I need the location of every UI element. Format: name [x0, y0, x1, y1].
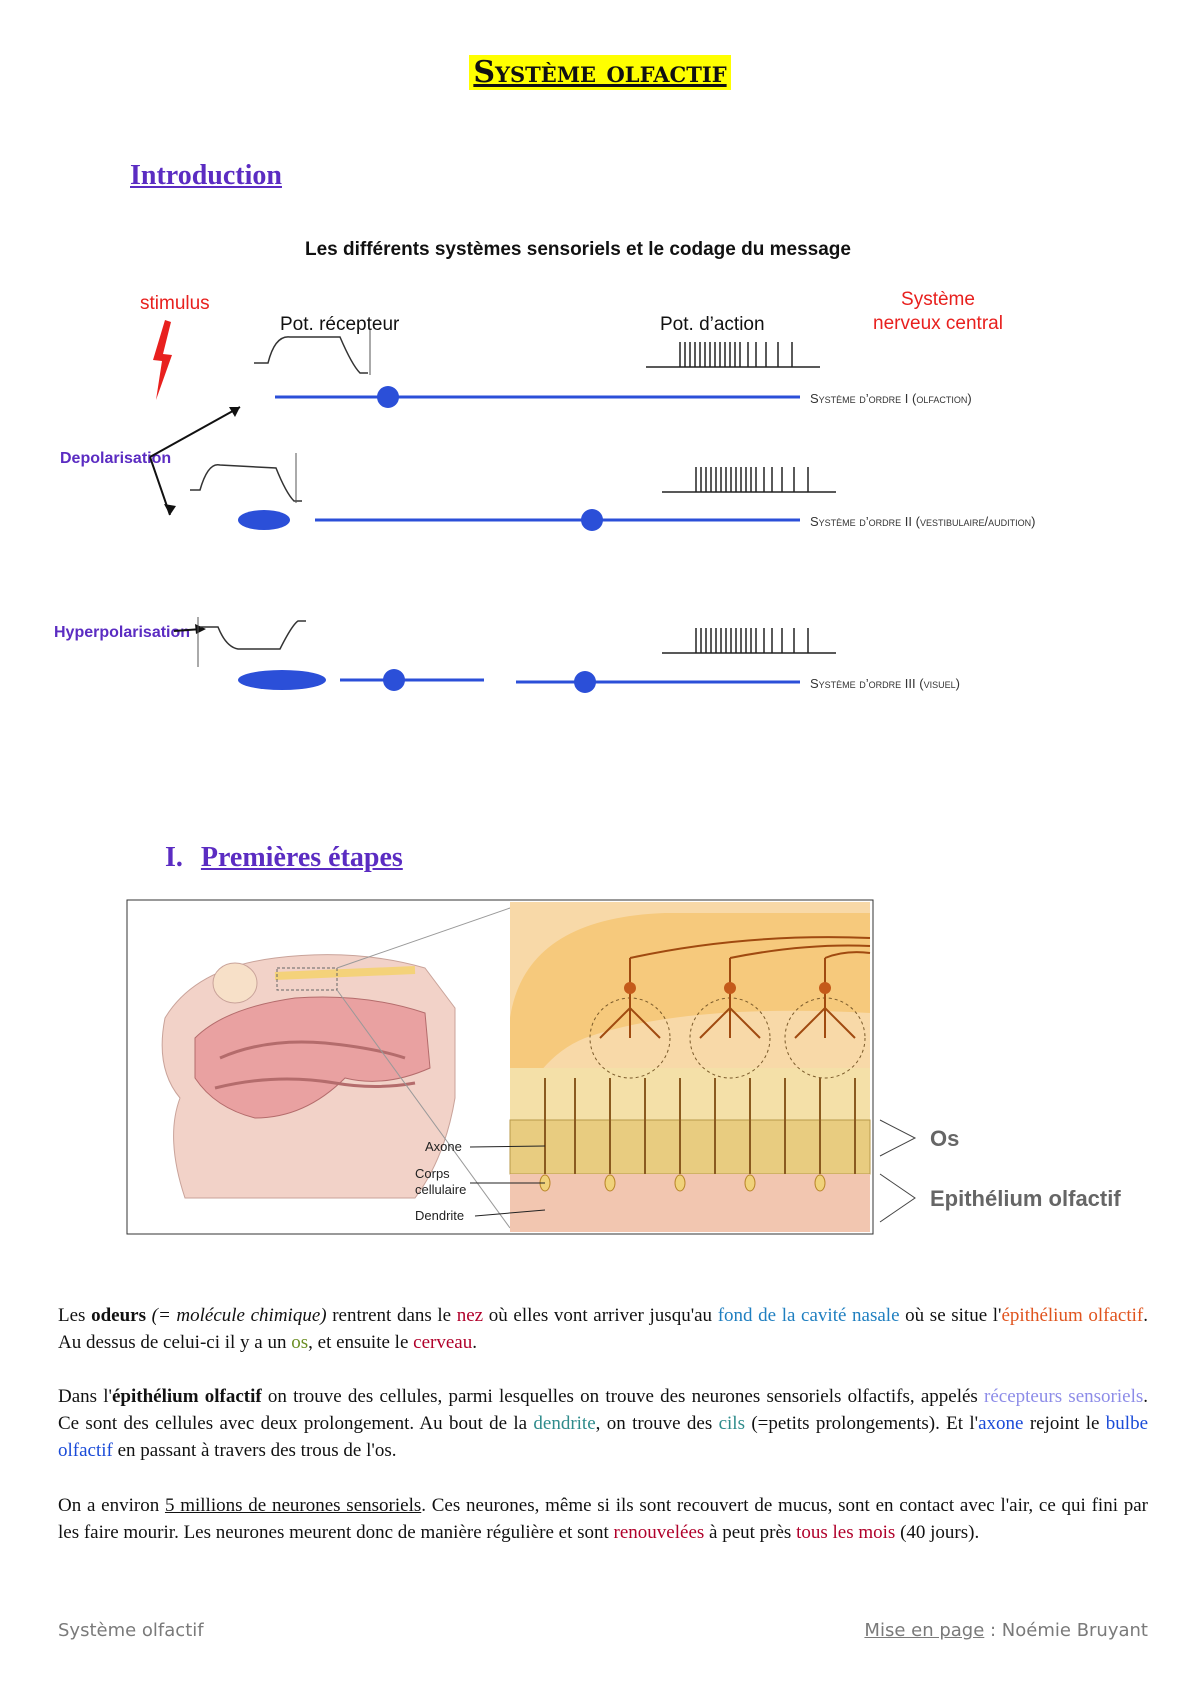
- section1-title: Premières étapes: [200, 842, 403, 873]
- receptor-cell-3: [238, 670, 326, 690]
- cell-body-3b: [574, 671, 596, 693]
- receptor-potential-label: Pot. récepteur: [280, 314, 400, 335]
- arrow-head-icon: [229, 407, 240, 417]
- page-title-text: Système olfactif: [469, 55, 731, 90]
- page-title: Système olfactif: [0, 55, 1200, 90]
- corps-cellulaire-label-2: cellulaire: [415, 1182, 466, 1197]
- action-potential-label: Pot. d’action: [660, 314, 765, 335]
- epithelium-label: Epithélium olfactif: [930, 1186, 1121, 1211]
- system1-label: Système d’ordre I (olfaction): [810, 391, 972, 406]
- cell-body-2: [581, 509, 603, 531]
- footer-left: Système olfactif: [58, 1620, 204, 1641]
- credit-link[interactable]: Mise en page: [864, 1620, 985, 1641]
- system2-label: Système d’ordre II (vestibulaire/auditio…: [810, 514, 1035, 529]
- diagram1-title: Les différents systèmes sensoriels et le…: [305, 239, 851, 260]
- corps-cellulaire-label-1: Corps: [415, 1166, 450, 1181]
- receptor-cell-2: [238, 510, 290, 530]
- intro-heading: Introduction: [130, 160, 282, 191]
- arrow-head-icon: [164, 504, 176, 515]
- hyperpolarisation-label: Hyperpolarisation: [54, 624, 190, 641]
- arrow-head-icon: [195, 624, 206, 634]
- cell-body-1: [377, 386, 399, 408]
- spike-train-3: [662, 628, 836, 654]
- axone-label: Axone: [425, 1139, 462, 1154]
- cns-label-line2: nerveux central: [873, 313, 1003, 334]
- dendrite-label: Dendrite: [415, 1208, 464, 1223]
- receptor-potential-curve-1: [254, 336, 368, 374]
- cns-label-line1: Système: [901, 289, 975, 310]
- paragraph-1: Les odeurs (= molécule chimique) rentren…: [58, 1305, 1148, 1353]
- depolarisation-label: Depolarisation: [60, 450, 171, 467]
- olfactory-anatomy-figure: Axone Corps cellulaire Dendrite Os Epith…: [126, 899, 1121, 1235]
- nasal-cavity-illustration: [161, 907, 511, 1229]
- lightning-bolt-icon: [153, 320, 172, 400]
- spike-train-2: [662, 467, 836, 493]
- olfactory-epithelium-closeup: [509, 902, 871, 1232]
- spike-train-1: [646, 342, 820, 368]
- receptor-potential-curve-2: [190, 463, 302, 502]
- sensory-systems-diagram: Les différents systèmes sensoriels et le…: [54, 239, 1035, 693]
- section1-number: I.: [165, 842, 183, 873]
- footer-credit: Mise en page : Noémie Bruyant: [864, 1620, 1148, 1641]
- os-label: Os: [930, 1126, 959, 1151]
- paragraph-3: On a environ 5 millions de neurones sens…: [58, 1495, 1148, 1543]
- cell-body-3a: [383, 669, 405, 691]
- section1-heading: I. Premières étapes: [165, 842, 403, 874]
- system3-label: Système d’ordre III (visuel): [810, 676, 960, 691]
- receptor-potential-curve-3: [200, 620, 306, 650]
- stimulus-label: stimulus: [140, 293, 210, 314]
- paragraph-2: Dans l'épithélium olfactif on trouve des…: [58, 1386, 1149, 1461]
